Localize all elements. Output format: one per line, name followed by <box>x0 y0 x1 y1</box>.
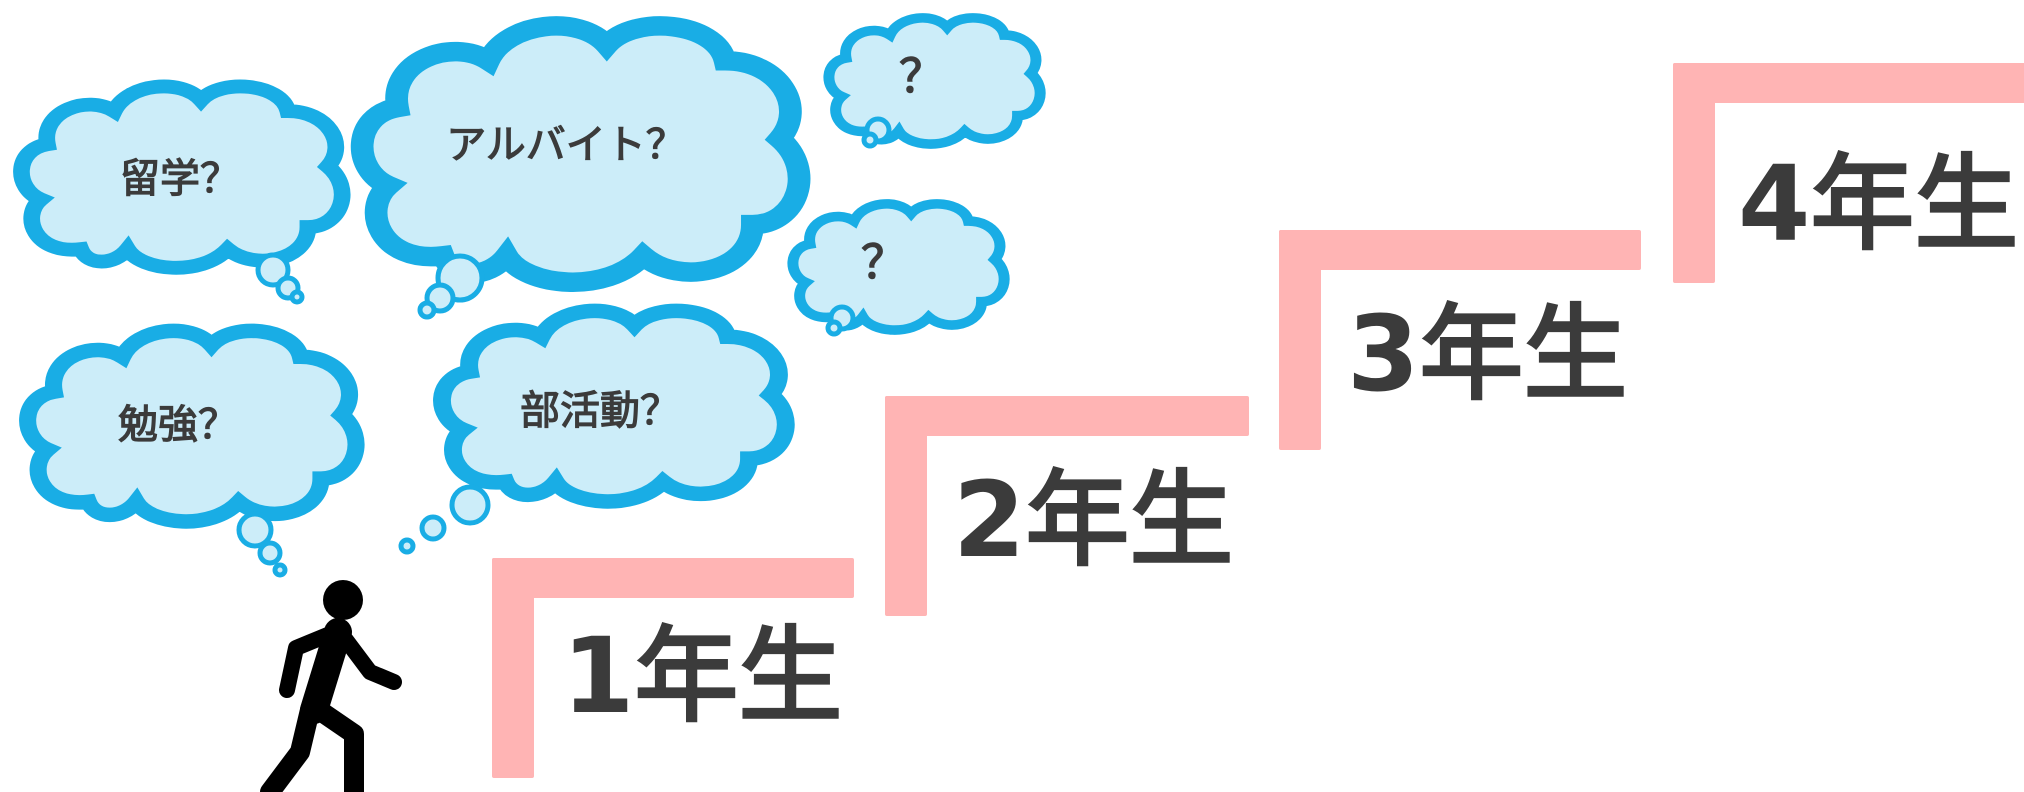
step-2-tread <box>885 396 1249 436</box>
cloud-label-question-2: ？ <box>861 235 907 289</box>
cloud-label-study-abroad: 留学？ <box>120 156 240 202</box>
step-1-label: 1年生 <box>562 615 842 737</box>
cloud-label-club-activities: 部活動？ <box>520 388 680 434</box>
staircase: 1年生 2年生 3年生 4年生 <box>492 63 2024 778</box>
step-3-riser <box>1279 230 1321 450</box>
thought-bubble-trail <box>401 487 488 552</box>
step-4: 4年生 <box>1673 63 2024 283</box>
thought-bubble-trail <box>239 514 285 575</box>
step-3-label: 3年生 <box>1347 293 1627 415</box>
step-1-tread <box>492 558 854 598</box>
thought-cloud-question-2: ？ <box>793 204 1004 334</box>
thought-cloud-question-1: ？ <box>829 18 1040 146</box>
step-3-tread <box>1279 230 1641 270</box>
step-1-riser <box>492 558 534 778</box>
thought-bubble-trail <box>420 256 482 317</box>
walking-person-icon <box>260 580 402 792</box>
person-head <box>323 580 363 620</box>
person-body <box>260 618 402 792</box>
thought-bubble-trail <box>864 119 889 146</box>
step-2-label: 2年生 <box>953 459 1233 581</box>
step-2-riser <box>885 396 927 616</box>
cloud-label-question-1: ？ <box>899 49 945 103</box>
step-2: 2年生 <box>885 396 1249 616</box>
step-4-label: 4年生 <box>1738 143 2018 265</box>
thought-bubble-trail <box>258 255 302 302</box>
thought-cloud-part-time-job: アルバイト？ <box>362 26 799 317</box>
thought-cloud-club-activities: 部活動？ <box>401 311 786 552</box>
step-3: 3年生 <box>1279 230 1641 450</box>
thought-cloud-study: 勉強？ <box>28 331 356 575</box>
thought-cloud-study-abroad: 留学？ <box>21 86 342 302</box>
step-1: 1年生 <box>492 558 854 778</box>
thought-clouds: 留学？ アルバイト？ ？ <box>21 18 1040 575</box>
cloud-label-part-time-job: アルバイト？ <box>446 122 686 168</box>
step-4-tread <box>1673 63 2024 103</box>
thought-bubble-trail <box>828 307 853 334</box>
cloud-label-study: 勉強？ <box>118 402 238 448</box>
step-4-riser <box>1673 63 1715 283</box>
